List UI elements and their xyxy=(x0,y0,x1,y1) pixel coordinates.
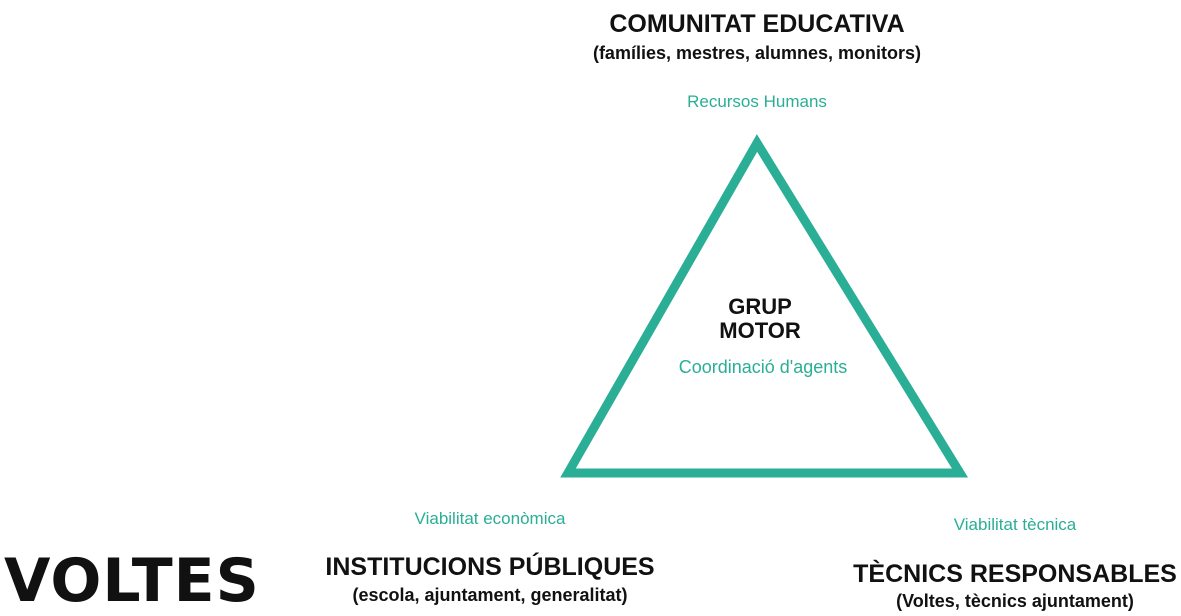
left-title: INSTITUCIONS PÚBLIQUES xyxy=(325,553,655,581)
center-title-line1: GRUP xyxy=(728,294,792,319)
right-title: TÈCNICS RESPONSABLES xyxy=(853,560,1177,588)
top-subtitle: (famílies, mestres, alumnes, monitors) xyxy=(592,43,922,63)
left-resource-label: Viabilitat econòmica xyxy=(414,509,566,528)
center-caption: Coordinació d'agents xyxy=(678,357,848,377)
right-subtitle: (Voltes, tècnics ajuntament) xyxy=(896,591,1134,611)
top-title: COMUNITAT EDUCATIVA xyxy=(609,10,905,38)
left-subtitle: (escola, ajuntament, generalitat) xyxy=(352,585,628,605)
right-resource-label: Viabilitat tècnica xyxy=(953,515,1077,534)
top-resource-label: Recursos Humans xyxy=(687,92,827,111)
center-title-line2: MOTOR xyxy=(719,318,801,343)
voltes-logo: VOLTES xyxy=(4,546,260,616)
